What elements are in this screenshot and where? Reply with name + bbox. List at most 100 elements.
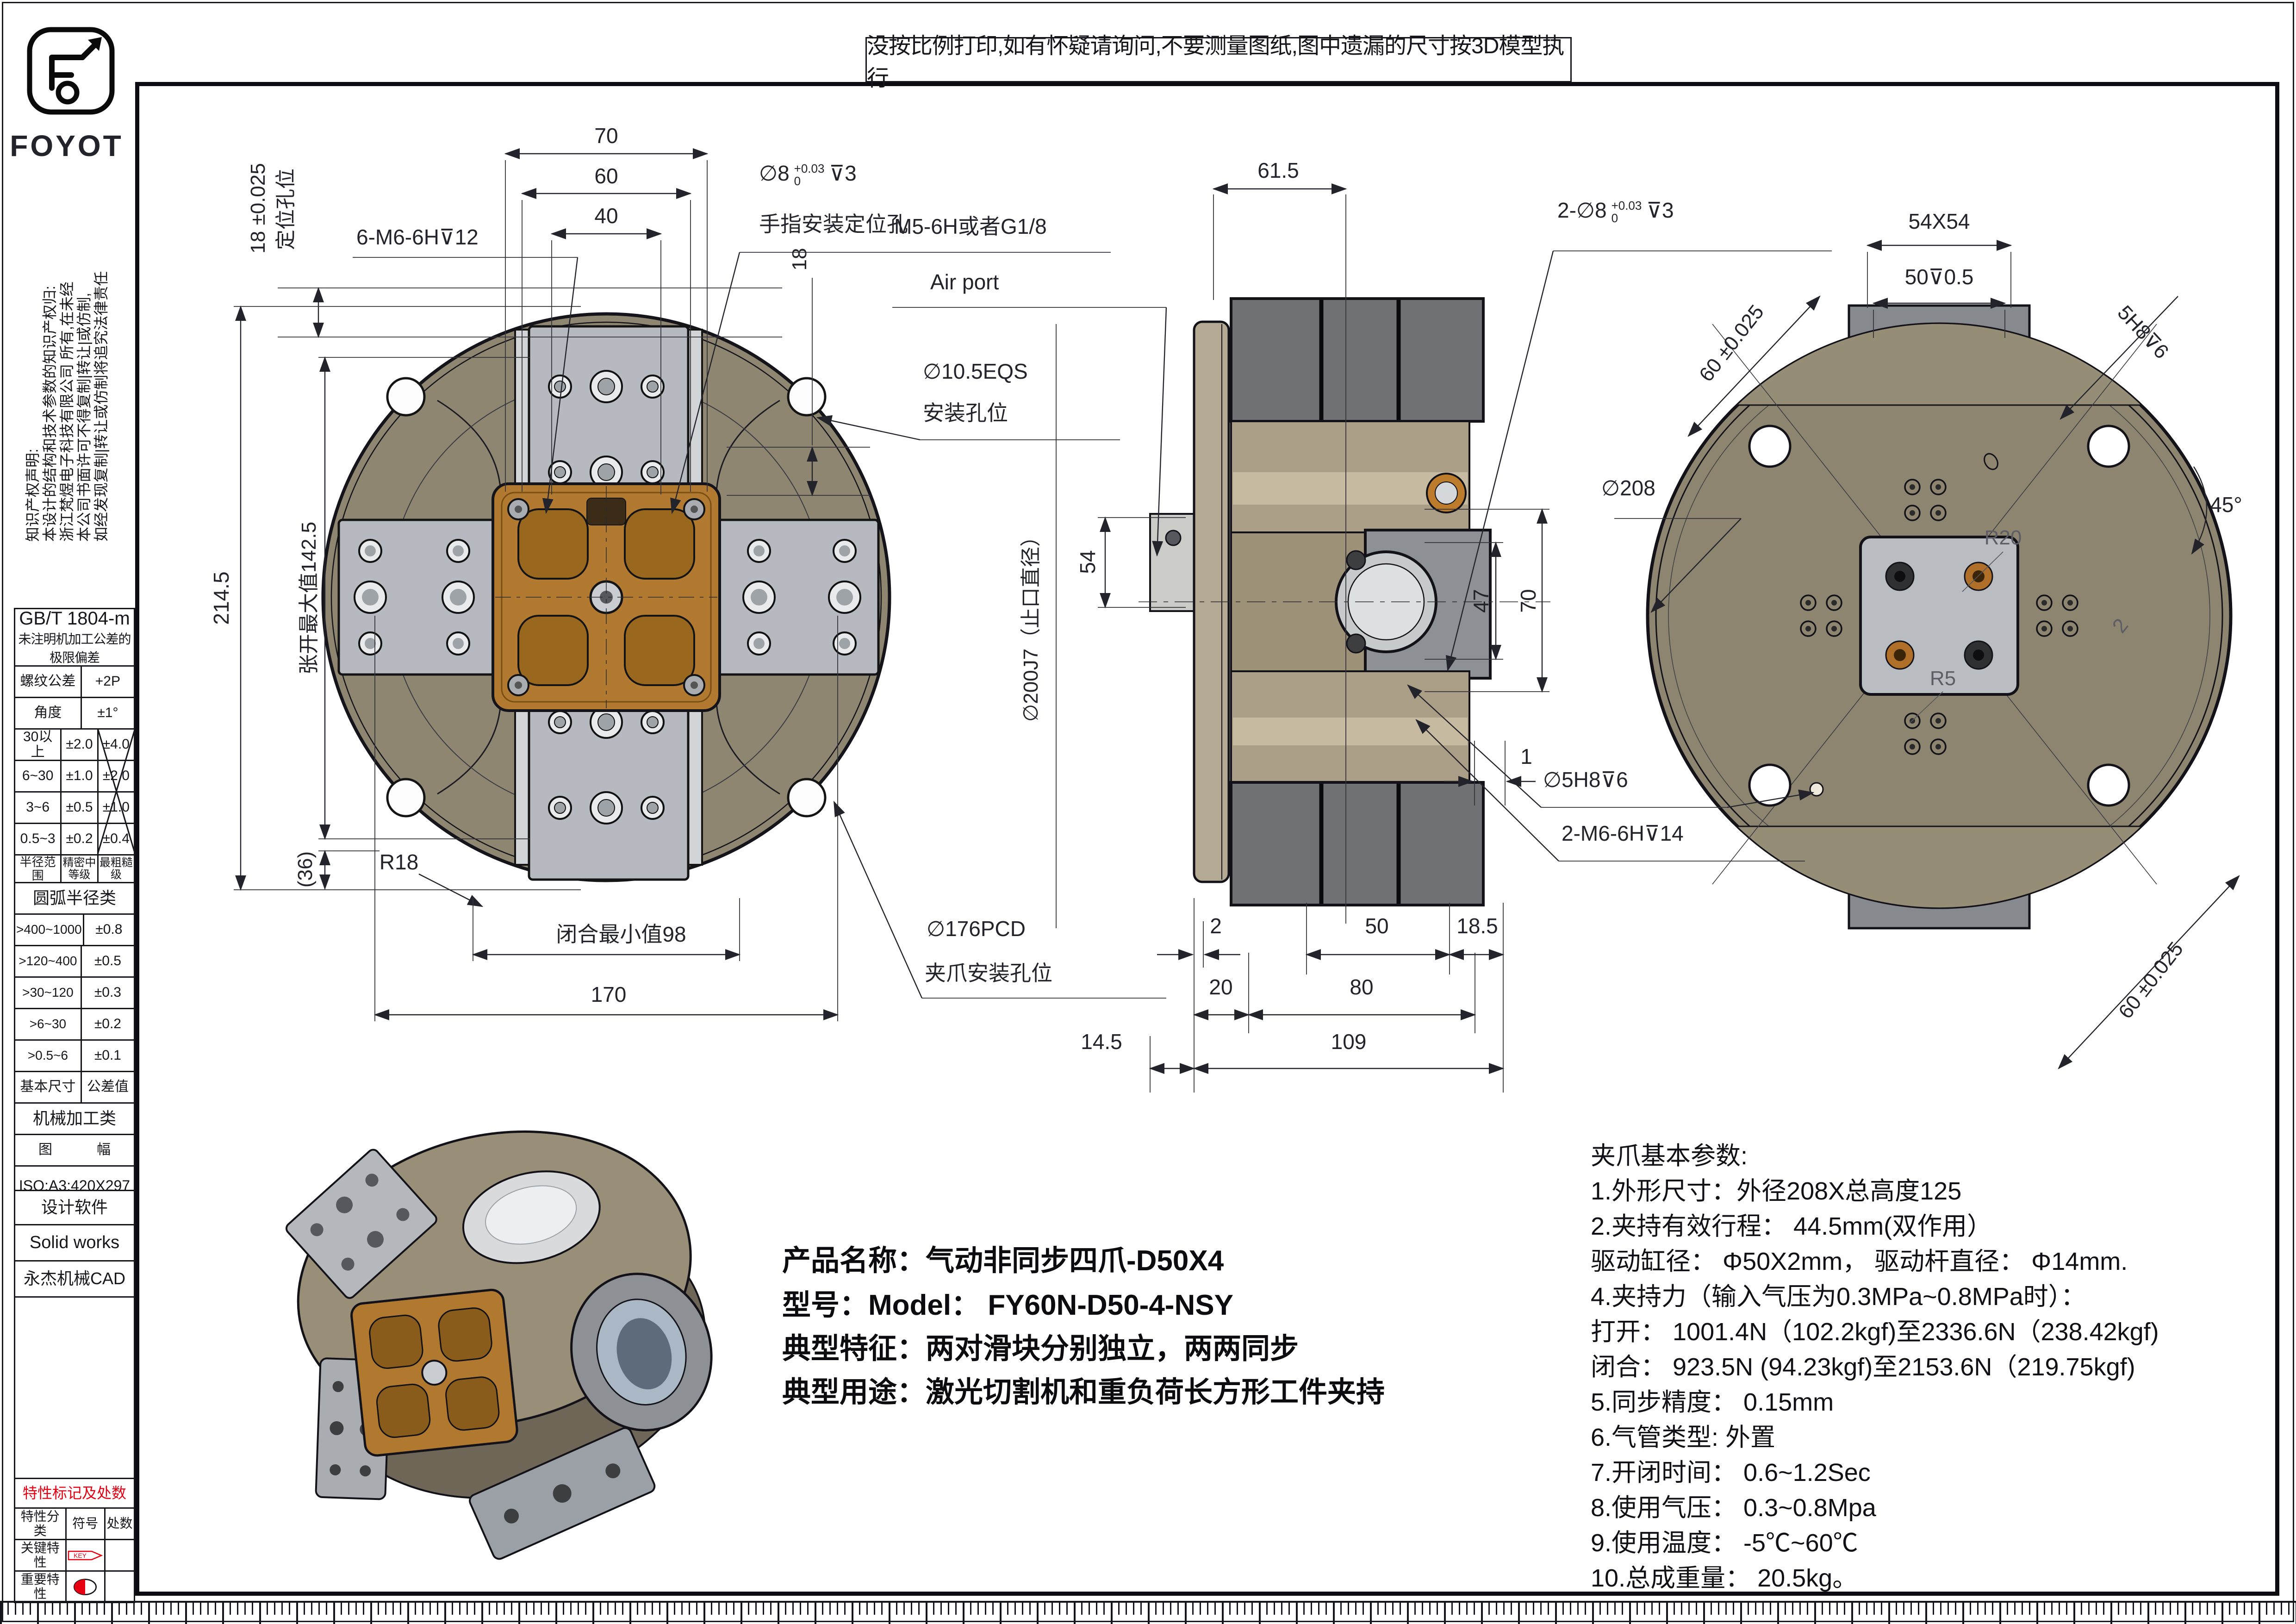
dim-18: 18 — [788, 248, 811, 271]
thread-label: 螺纹公差 — [20, 674, 76, 689]
tol-upper: +0.03 — [1611, 198, 1642, 212]
product-model-line: 型号：Model： FY60N-D50-4-NSY — [782, 1289, 1233, 1321]
software-1: Solid works — [29, 1232, 120, 1252]
dim-1: 1 — [1520, 744, 1532, 768]
dim-2m6-callout: 2-M6-6H⊽14 — [1562, 821, 1684, 845]
mid-grade: ±1.0 — [60, 761, 97, 791]
range: 0.5~3 — [20, 831, 56, 847]
sheet-word-1: 图 — [38, 1142, 52, 1158]
product-name-line: 产品名称：气动非同步四爪-D50X4 — [782, 1245, 1224, 1277]
spec-item: 驱动缸径： Φ50X2mm， 驱动杆直径： Φ14mm. — [1591, 1248, 2128, 1275]
tol-value-label: 公差值 — [80, 1072, 134, 1102]
basic-size-row: 基本尺寸 公差值 — [14, 1072, 135, 1104]
radius-row: >0.5~6 ±0.1 — [14, 1041, 135, 1072]
dim-pcd-callout: ∅176PCD — [927, 917, 1026, 941]
range: >120~400 — [19, 954, 77, 968]
radius-title-row: 圆弧半径类 — [14, 883, 135, 915]
iso-top-jaw — [285, 1149, 437, 1299]
dim-47: 47 — [1468, 589, 1493, 613]
coarse-grade: ±1.0 — [97, 793, 134, 823]
screw-cluster-north — [1904, 479, 1947, 521]
key-feature-row: 关键特性 KEY — [14, 1540, 135, 1572]
tol-upper: +0.03 — [794, 161, 825, 175]
range: >400~1000 — [16, 922, 82, 937]
range: >0.5~6 — [27, 1048, 68, 1063]
iso-bottom-jaw — [469, 1427, 656, 1560]
dim-5h8-callout: ∅5H8⊽6 — [1543, 768, 1628, 792]
feature-title: 特性标记及处数 — [22, 1485, 126, 1502]
radius-header-row: 半径范围 精密中等级 最粗糙级 — [14, 856, 135, 883]
feature-header-row: 特性分类 符号 处数 — [14, 1509, 135, 1540]
brand-name: FOYOT — [10, 129, 124, 162]
dim-r18: R18 — [379, 849, 419, 874]
dim-pos18-note: 定位孔位 — [274, 169, 297, 250]
dim-6m6-callout: 6-M6-6H⊽12 — [356, 225, 479, 249]
standard-code: GB/T 1804-m — [19, 608, 130, 629]
spec-item: 1.外形尺寸：外径208X总高度125 — [1591, 1177, 1962, 1205]
angle-tolerance-row: 角度 ±1° — [14, 698, 135, 730]
radius-row: >30~120 ±0.3 — [14, 978, 135, 1009]
machining-title-row: 机械加工类 — [14, 1104, 135, 1135]
side-view-drawing — [1139, 297, 1550, 906]
spec-item: 4.夹持力（输入气压为0.3MPa~0.8MPa时）： — [1591, 1283, 2086, 1311]
drawing-frame — [135, 82, 2279, 1596]
radius-row: >6~30 ±0.2 — [14, 1009, 135, 1041]
dim-14-5: 14.5 — [1081, 1029, 1122, 1054]
dim-214-5: 214.5 — [209, 571, 233, 625]
thread-value: +2P — [80, 667, 134, 697]
spec-item: 2.夹持有效行程： 44.5mm(双作用） — [1591, 1212, 1992, 1240]
foyot-logo-icon — [27, 27, 115, 115]
dim-airport-callout-2: Air port — [930, 270, 999, 294]
dim-54x54: 54X54 — [1908, 209, 1970, 233]
bottom-scale-ruler — [0, 1601, 2296, 1624]
value: ±0.8 — [82, 915, 134, 945]
dim-50: 50 — [1365, 913, 1389, 938]
standard-subtitle: 未注明机加工公差的极限偏差 — [18, 632, 131, 665]
dim-hole8-note: 手指安装定位孔 — [759, 212, 908, 236]
important-feature-label: 重要特性 — [20, 1572, 60, 1601]
feature-symbol-label: 符号 — [65, 1509, 104, 1539]
feature-class-label: 特性分类 — [20, 1509, 60, 1538]
linear-tol-row: 30以上 ±2.0 ±4.0 — [14, 729, 135, 761]
range: 6~30 — [22, 768, 54, 784]
key-feature-label: 关键特性 — [20, 1541, 60, 1569]
important-feature-row: 重要特性 — [14, 1572, 135, 1603]
spec-item: 闭合： 923.5N (94.23kgf)至2153.6N（219.75kgf) — [1591, 1353, 2135, 1381]
hole8-depth: ⊽3 — [829, 161, 857, 185]
hole8-depth: ⊽3 — [1646, 198, 1674, 222]
range: 30以上 — [23, 729, 53, 760]
tolerance-header: GB/T 1804-m 未注明机加工公差的极限偏差 — [14, 608, 135, 667]
radius-row: >120~400 ±0.5 — [14, 946, 135, 978]
tol-lower: 0 — [794, 174, 801, 188]
value: ±0.5 — [80, 946, 134, 976]
basic-size-label: 基本尺寸 — [20, 1079, 76, 1095]
design-software-table: 设计软件 Solid works 永杰机械CAD — [14, 1190, 135, 1479]
dim-pcd-note: 夹爪安装孔位 — [925, 961, 1052, 985]
top-jaw-holes — [548, 370, 665, 489]
dim-80: 80 — [1350, 974, 1374, 999]
warning-text: 没按比例打印,如有怀疑请询问,不要测量图纸,图中遗漏的尺寸按3D模型执行 — [867, 34, 1564, 91]
linear-tol-row: 0.5~3 ±0.2 ±0.4 — [14, 824, 135, 856]
dim-bore-200j7: ∅200J7（止口直径） — [1019, 526, 1042, 722]
dim-r20: R20 — [1984, 526, 2022, 549]
back-view-drawing — [1646, 304, 2233, 930]
svg-text:KEY: KEY — [74, 1552, 87, 1559]
dim-20: 20 — [1209, 974, 1233, 999]
half-filled-circle-icon — [74, 1578, 97, 1595]
product-feature-line: 典型特征：两对滑块分别独立，两两同步 — [782, 1333, 1299, 1365]
iso-orange-plate — [350, 1288, 518, 1457]
angle-label: 角度 — [34, 705, 62, 721]
dim-pos18: 18 ±0.025 — [246, 163, 269, 254]
dim-54: 54 — [1075, 550, 1100, 574]
front-view-drawing — [321, 312, 891, 882]
dim-2: 2 — [1210, 913, 1222, 938]
screw-cluster-west — [1800, 594, 1842, 637]
dim-70-side: 70 — [1516, 589, 1540, 613]
dim-50-depth: 50⊽0.5 — [1904, 264, 1974, 289]
dim-r5: R5 — [1929, 667, 1956, 690]
spec-item: 7.开闭时间： 0.6~1.2Sec — [1591, 1459, 1871, 1487]
spec-item: 6.气管类型: 外置 — [1591, 1424, 1776, 1451]
crossed-out-column — [98, 728, 135, 854]
